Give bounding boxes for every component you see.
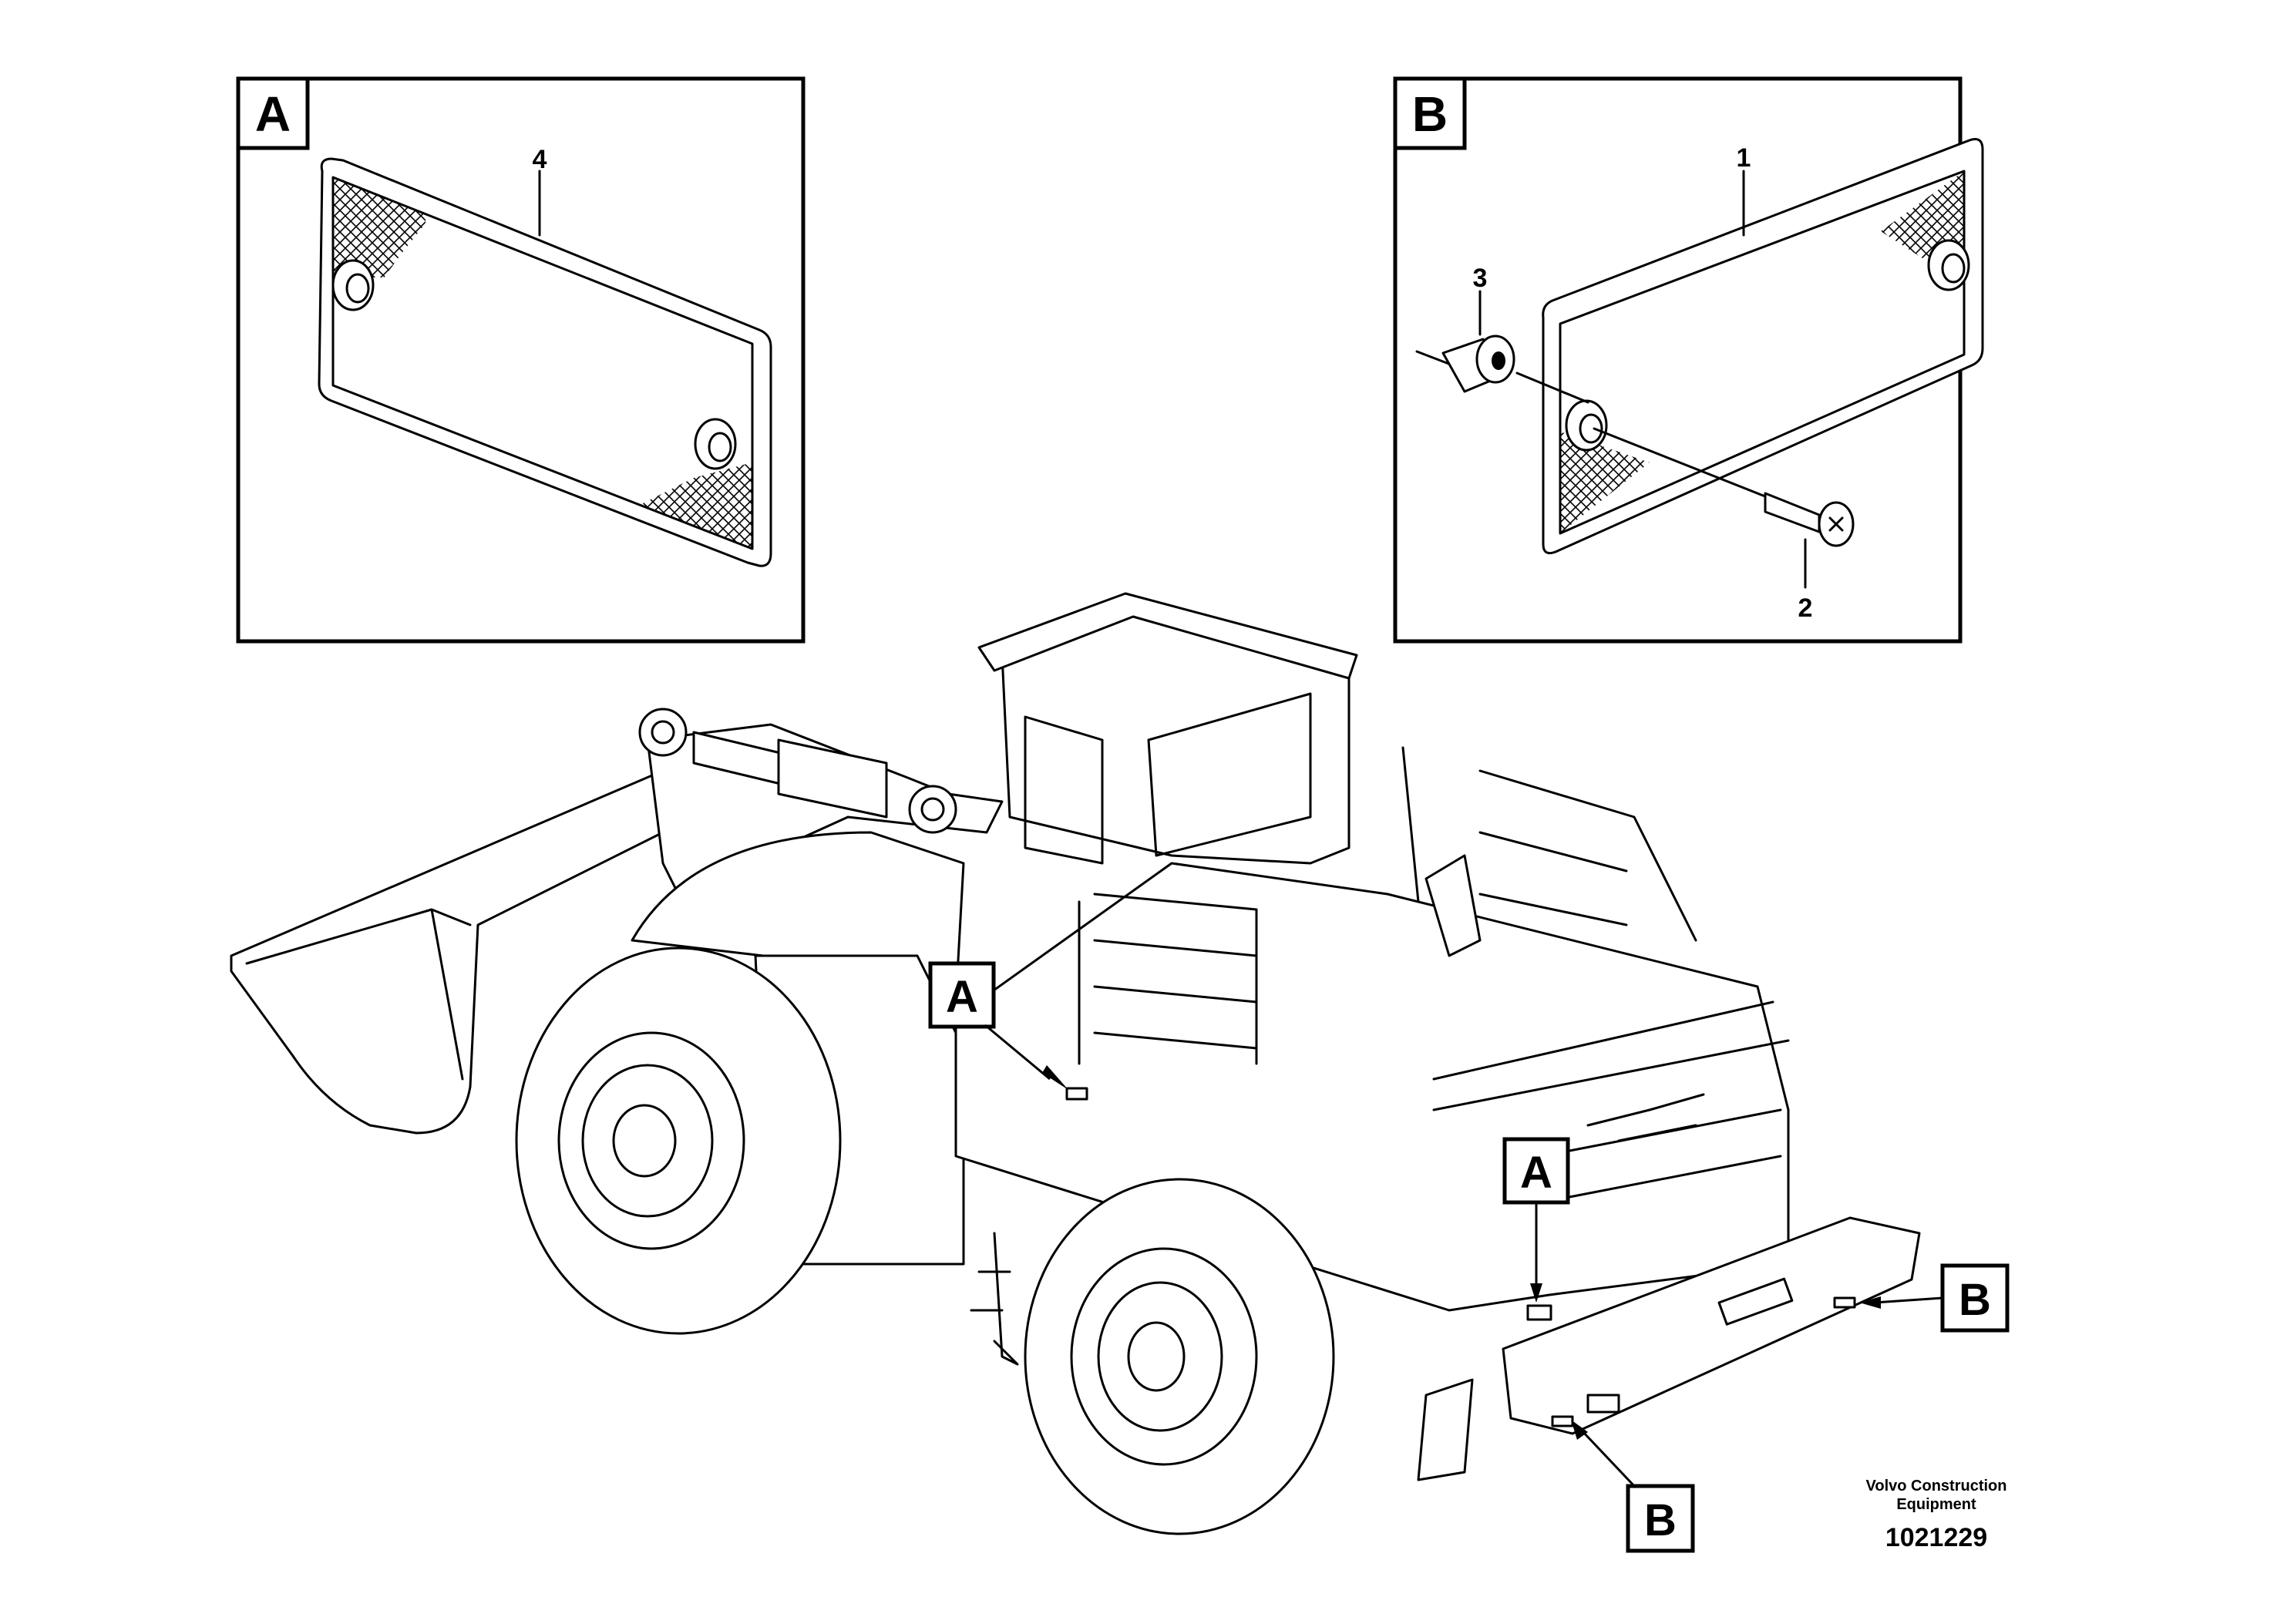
railing-rear	[1401, 746, 1697, 942]
reflector-location-a-rear	[1526, 1304, 1552, 1321]
reflector-location-b-left	[1551, 1415, 1574, 1427]
front-wheel	[515, 946, 842, 1335]
railing-front	[1078, 893, 1258, 1065]
reflector-part-1	[1542, 138, 1984, 555]
company-name-line2: Equipment	[1896, 1496, 1976, 1513]
detail-panel-b: B 1 2	[1393, 76, 1984, 644]
detail-b-label: B	[1412, 86, 1448, 142]
screw-part-2	[1593, 427, 1855, 547]
detail-a-label: A	[255, 86, 291, 142]
detail-panel-a: A 4	[236, 76, 806, 644]
reflector-part-4	[318, 157, 772, 567]
bucket	[230, 769, 695, 1135]
marker-a-rear: A	[1502, 1137, 1570, 1303]
spacer-part-3	[1415, 335, 1589, 404]
figure-number: 1021229	[1885, 1523, 1987, 1552]
callout-1: 1	[1737, 143, 1751, 173]
company-name-line1: Volvo Construction	[1866, 1478, 2007, 1495]
wheel-loader-drawing	[230, 592, 1921, 1535]
rear-bumper	[1502, 1216, 1921, 1435]
svg-text:B: B	[1959, 1275, 1991, 1325]
marker-a-side: A	[928, 961, 1068, 1090]
callout-4: 4	[533, 145, 547, 174]
svg-text:A: A	[946, 972, 978, 1022]
callout-3: 3	[1473, 264, 1488, 293]
svg-text:A: A	[1520, 1148, 1552, 1198]
marker-b-right: B	[1859, 1263, 2010, 1333]
marker-b-bottom: B	[1571, 1420, 1695, 1553]
callout-2: 2	[1798, 593, 1813, 623]
svg-text:B: B	[1644, 1495, 1677, 1545]
reflector-location-a-side	[1065, 1087, 1088, 1101]
reflector-location-b-right	[1833, 1296, 1856, 1309]
rear-wheel	[1024, 1178, 1335, 1535]
